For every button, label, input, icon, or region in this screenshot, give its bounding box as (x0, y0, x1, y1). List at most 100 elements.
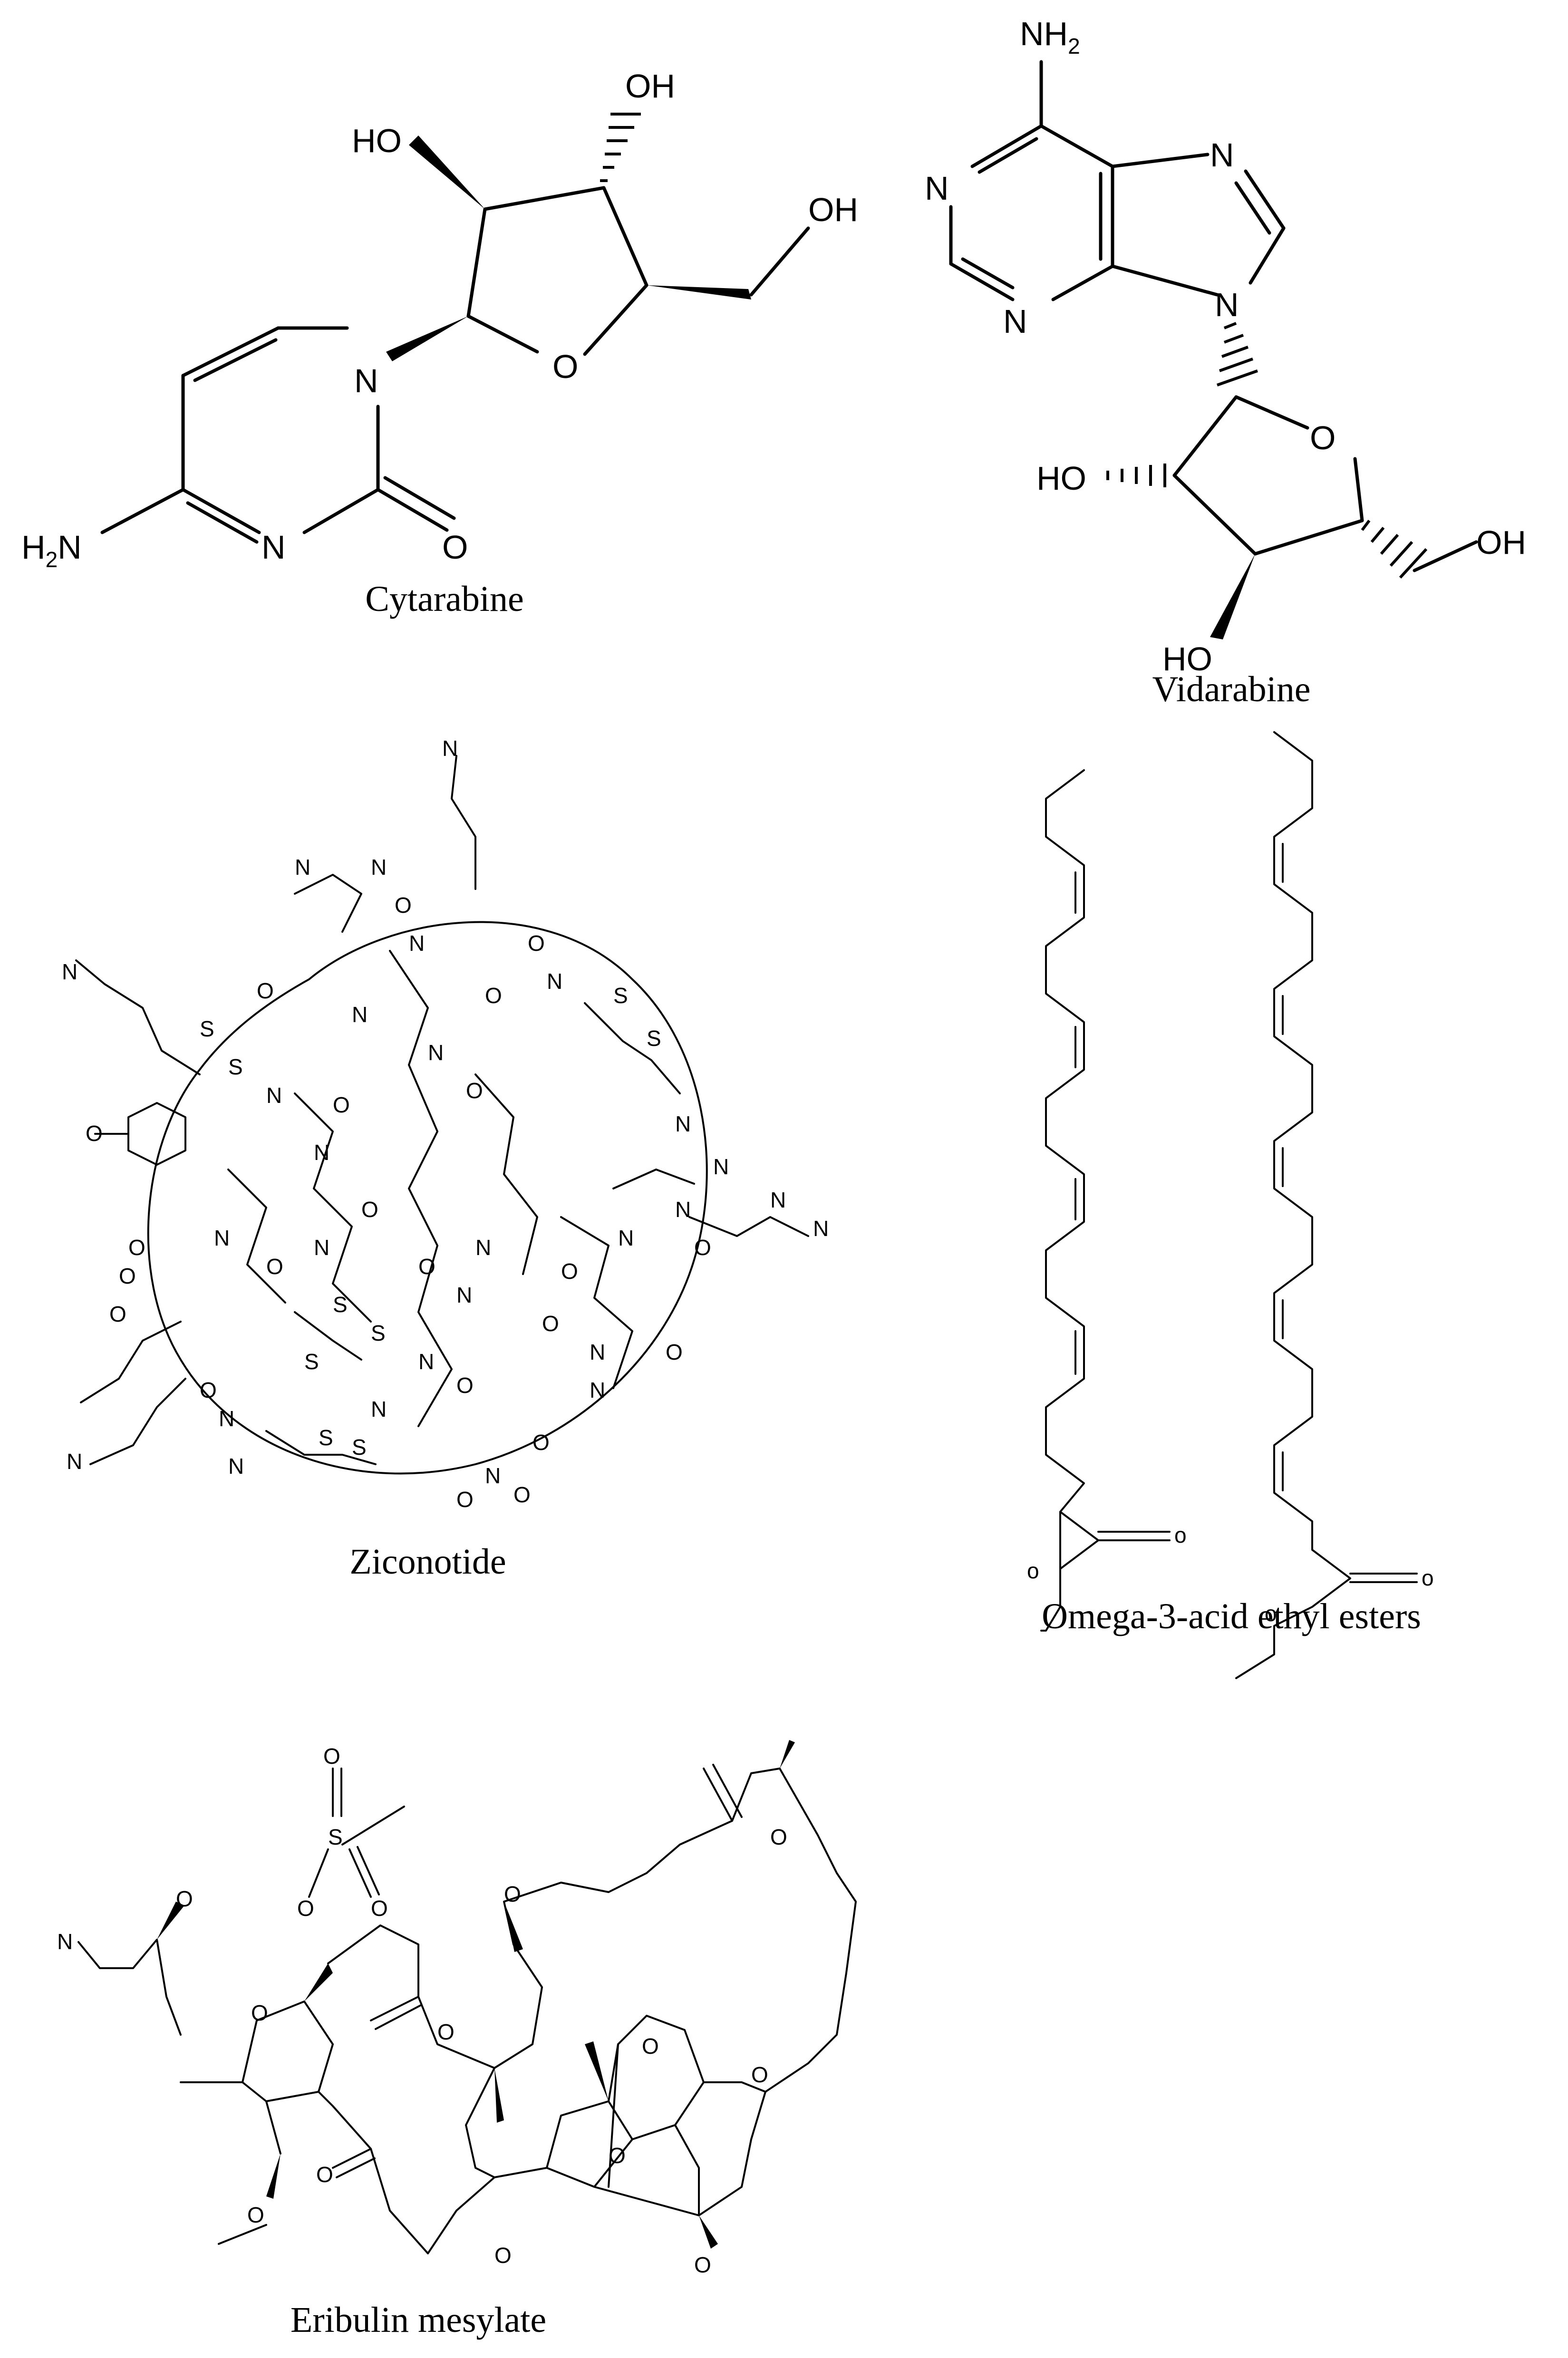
eribulin-structure: O S O O N O O O O (57, 1740, 857, 2340)
svg-text:O: O (542, 1311, 559, 1336)
svg-text:O: O (200, 1378, 217, 1402)
atom-label: OH (1476, 524, 1526, 561)
svg-text:O: O (257, 978, 274, 1003)
caption-ziconotide: Ziconotide (349, 1542, 506, 1582)
svg-text:N: N (590, 1340, 605, 1364)
svg-text:O: O (251, 2000, 268, 2025)
atom-label: NH2 (1020, 15, 1080, 58)
svg-text:N: N (371, 1397, 387, 1421)
svg-text:S: S (613, 983, 628, 1008)
caption-vidarabine: Vidarabine (1152, 669, 1310, 709)
svg-text:O: O (770, 1825, 787, 1849)
atom-label: OH (625, 68, 675, 105)
svg-text:O: O (109, 1302, 126, 1326)
svg-text:O: O (86, 1121, 103, 1146)
svg-text:N: N (67, 1449, 82, 1474)
atom-label: o (1027, 1558, 1039, 1583)
svg-text:S: S (200, 1016, 214, 1041)
svg-text:N: N (57, 1929, 73, 1954)
caption-eribulin: Eribulin mesylate (290, 2300, 546, 2340)
svg-text:N: N (485, 1463, 501, 1488)
svg-text:O: O (466, 1078, 483, 1103)
svg-text:O: O (532, 1430, 550, 1455)
svg-text:O: O (316, 2162, 333, 2187)
atom-label: o (1422, 1566, 1434, 1590)
svg-text:O: O (371, 1896, 388, 1921)
svg-text:O: O (694, 1235, 711, 1260)
svg-text:N: N (62, 959, 77, 984)
atom-label: H2N (21, 529, 82, 572)
atom-label: o (1265, 1601, 1277, 1626)
atom-label: HO (352, 122, 402, 159)
svg-text:O: O (395, 893, 412, 918)
svg-text:S: S (352, 1435, 367, 1459)
atom-label: N (1003, 303, 1027, 340)
svg-text:O: O (119, 1264, 136, 1288)
svg-text:N: N (713, 1154, 729, 1179)
ziconotide-structure: N N N O O N N N O S S N O N N O N O O S … (62, 736, 829, 1582)
svg-text:S: S (228, 1054, 243, 1079)
svg-text:N: N (675, 1197, 691, 1222)
svg-text:N: N (618, 1226, 634, 1250)
svg-text:O: O (297, 1896, 314, 1921)
svg-text:N: N (409, 931, 425, 956)
svg-text:S: S (333, 1292, 348, 1317)
svg-text:O: O (456, 1373, 474, 1398)
svg-text:S: S (319, 1425, 333, 1450)
atom-label: O (552, 348, 578, 385)
svg-text:O: O (323, 1744, 340, 1768)
svg-text:N: N (770, 1188, 786, 1212)
atom-label: O (1310, 419, 1336, 456)
atom-label-group: N N N O O N N N O S S N O N N O N O O S … (62, 736, 829, 1512)
svg-text:N: N (371, 855, 387, 879)
omega3-structure: o o o o Omega-3-acid ethyl esters (1027, 731, 1434, 1679)
caption-omega3: Omega-3-acid ethyl esters (1042, 1596, 1421, 1636)
svg-text:O: O (561, 1259, 578, 1284)
atom-label: N (925, 170, 949, 207)
svg-text:N: N (547, 969, 562, 994)
svg-text:N: N (475, 1235, 491, 1260)
svg-text:S: S (371, 1321, 386, 1345)
svg-text:N: N (219, 1406, 234, 1431)
svg-text:O: O (528, 931, 545, 956)
svg-text:N: N (314, 1140, 329, 1165)
svg-text:O: O (494, 2243, 512, 2268)
svg-text:N: N (266, 1083, 282, 1108)
svg-text:N: N (428, 1040, 444, 1065)
svg-text:O: O (437, 2020, 455, 2044)
svg-text:N: N (418, 1349, 434, 1374)
atom-label: N (354, 362, 378, 399)
svg-text:O: O (247, 2203, 264, 2227)
svg-text:O: O (609, 2143, 626, 2168)
atom-label: N (1210, 136, 1234, 174)
svg-text:O: O (361, 1197, 378, 1222)
svg-text:N: N (590, 1378, 605, 1402)
svg-text:N: N (442, 736, 458, 761)
atom-label: o (1174, 1523, 1187, 1547)
svg-text:N: N (813, 1216, 829, 1241)
atom-label: N (1215, 286, 1239, 323)
caption-cytarabine: Cytarabine (365, 579, 523, 619)
svg-text:O: O (418, 1254, 436, 1279)
svg-text:O: O (128, 1235, 145, 1260)
svg-text:O: O (694, 2252, 711, 2277)
svg-text:O: O (456, 1487, 474, 1512)
svg-text:O: O (266, 1254, 283, 1279)
svg-text:O: O (751, 2062, 768, 2087)
svg-text:N: N (352, 1002, 368, 1027)
svg-text:S: S (647, 1026, 661, 1051)
atom-label: HO (1162, 640, 1212, 677)
atom-label: N (261, 529, 286, 566)
svg-text:O: O (333, 1092, 350, 1117)
atom-label: OH (808, 191, 858, 228)
svg-text:N: N (314, 1235, 329, 1260)
svg-text:O: O (504, 1882, 521, 1906)
svg-text:N: N (214, 1226, 230, 1250)
svg-text:N: N (228, 1454, 244, 1479)
svg-text:O: O (176, 1886, 193, 1911)
svg-text:N: N (456, 1283, 472, 1307)
vidarabine-structure: NH2 N N N N O HO OH HO Vidarabine (925, 15, 1526, 709)
atom-label: O (442, 529, 468, 566)
atom-label: HO (1036, 460, 1086, 497)
